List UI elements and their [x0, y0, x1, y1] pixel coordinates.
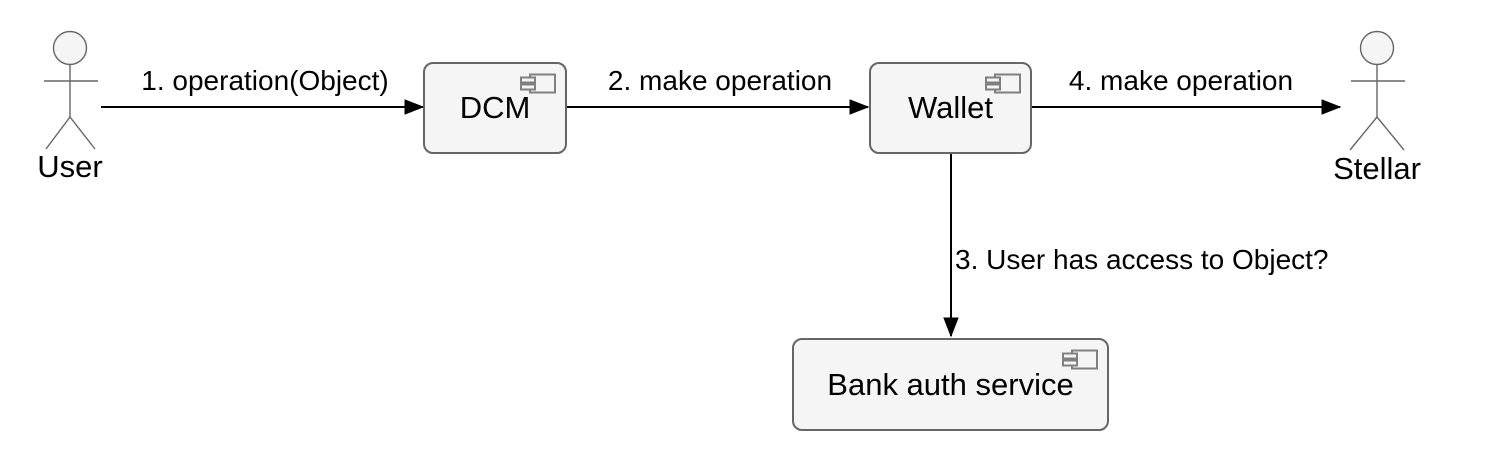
- component-icon: [1062, 349, 1098, 370]
- edge-label-2: 2. make operation: [607, 65, 833, 96]
- component-label-dcm: DCM: [459, 90, 531, 125]
- component-label-bank-auth-service: Bank auth service: [827, 366, 1074, 402]
- user-actor-head: [52, 30, 88, 66]
- stellar-actor-legs: [1349, 115, 1405, 151]
- user-actor-legs: [45, 115, 96, 150]
- component-node-bank-auth-service: Bank auth service: [792, 338, 1109, 431]
- component-icon: [985, 73, 1021, 94]
- edge-label-4: 4. make operation: [1068, 65, 1294, 96]
- edge-label-3: 3. User has access to Object?: [955, 244, 1329, 275]
- user-actor-figure: [44, 30, 98, 150]
- stellar-actor-head: [1359, 30, 1395, 66]
- component-icon: [520, 73, 556, 94]
- actor-label-stellar: Stellar: [1333, 151, 1421, 186]
- stellar-actor-figure: [1349, 30, 1405, 151]
- edge-label-1: 1. operation(Object): [141, 65, 389, 96]
- component-node-dcm: DCM: [423, 62, 567, 154]
- actor-label-user: User: [37, 149, 103, 184]
- component-node-wallet: Wallet: [869, 62, 1032, 154]
- component-label-wallet: Wallet: [908, 90, 993, 125]
